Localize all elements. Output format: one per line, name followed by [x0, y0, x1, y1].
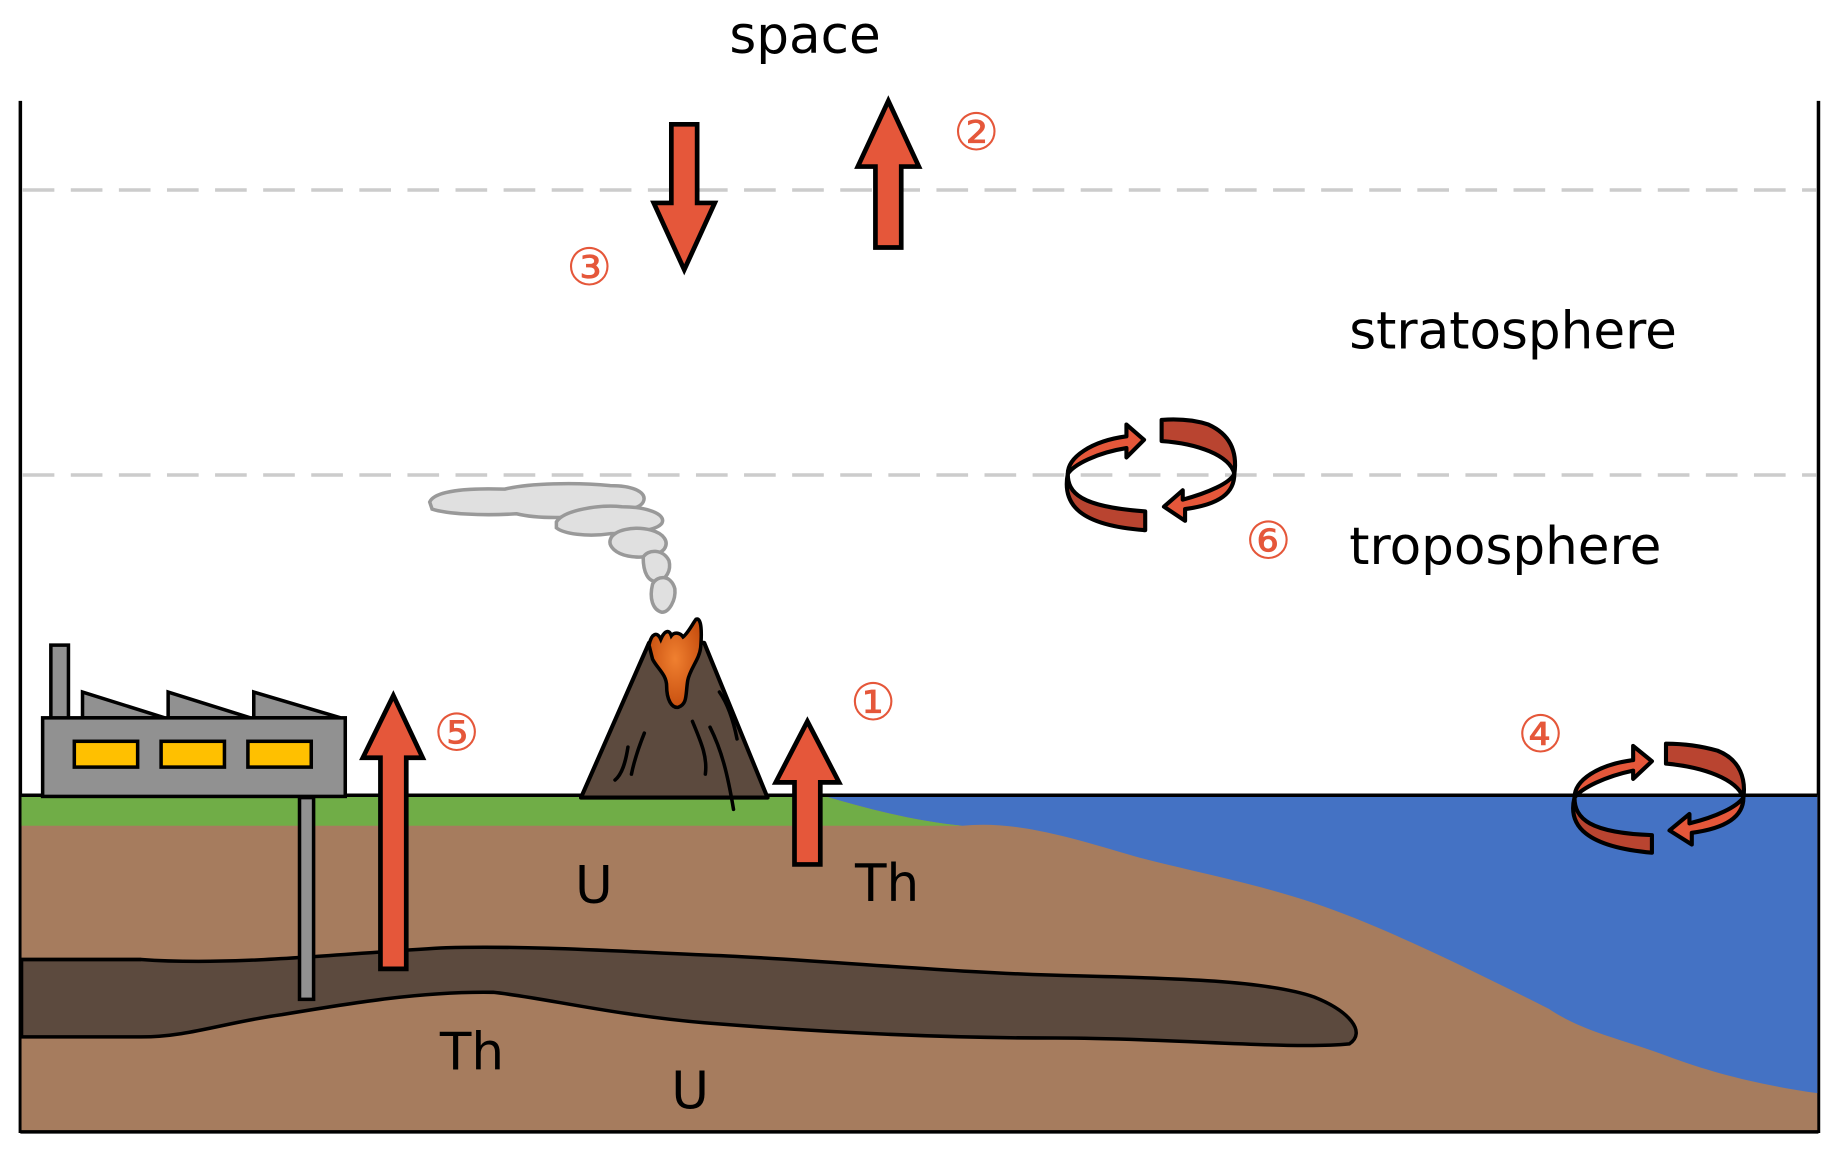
marker-1: ① [850, 673, 896, 733]
grass [21, 795, 963, 826]
rock-layer [19, 945, 1358, 1048]
label-troposphere: troposphere [1349, 517, 1661, 577]
label-thorium-deep: Th [439, 1023, 504, 1083]
arrow-up-1 [771, 716, 843, 867]
smoke-plume [427, 481, 677, 615]
label-space: space [729, 6, 880, 66]
factory-roof [80, 689, 166, 720]
factory-window [159, 739, 227, 769]
label-thorium-surface: Th [854, 854, 919, 914]
factory-chimney [49, 643, 71, 722]
lava [647, 617, 704, 710]
ocean [821, 795, 1818, 1094]
circulation-arrows-4 [1571, 741, 1746, 855]
factory [40, 643, 348, 1002]
label-uranium-deep: U [671, 1061, 709, 1121]
circulation-arrows-6 [1064, 417, 1238, 533]
factory-pipe [297, 795, 316, 1002]
factory-window [246, 739, 314, 769]
marker-4: ④ [1517, 705, 1563, 765]
marker-5: ⑤ [434, 704, 480, 764]
volcano-crack [708, 725, 736, 812]
arrow-down-3 [650, 121, 719, 276]
volcano [578, 617, 770, 812]
marker-6: ⑥ [1245, 511, 1291, 571]
marker-3: ③ [566, 238, 612, 298]
arrow-up-5 [359, 690, 427, 972]
label-stratosphere: stratosphere [1349, 301, 1677, 361]
label-uranium-surface: U [575, 856, 613, 916]
factory-window [72, 739, 140, 769]
marker-2: ② [953, 103, 999, 163]
arrow-up-2 [854, 95, 923, 250]
